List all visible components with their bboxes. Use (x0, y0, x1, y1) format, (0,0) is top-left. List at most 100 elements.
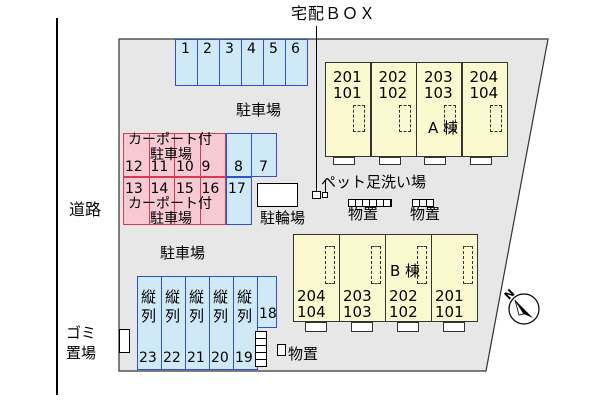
carport-divider (174, 177, 175, 225)
storage-group (348, 199, 392, 207)
parking-slot-number: 22 (163, 350, 181, 366)
parking-slot-number: 6 (291, 41, 300, 57)
storage-bottom-box (277, 344, 286, 356)
carport-slot-number: 11 (150, 159, 169, 175)
unit-number-lower: 102 (389, 303, 418, 321)
parking-slot (185, 276, 210, 370)
unit-number-lower: 104 (469, 84, 499, 102)
parking-slot-number: 7 (259, 159, 268, 175)
carport-slot-number: 14 (150, 181, 169, 197)
carport-label-2a: カーポート付 (128, 196, 212, 212)
parking-slot (257, 276, 277, 328)
tandem-label: 縦 (213, 288, 229, 306)
building-a-label: A 棟 (428, 119, 459, 137)
parking-label-top: 駐車場 (236, 101, 282, 119)
tandem-label: 縦 (141, 288, 157, 306)
garbage-label-1: ゴミ (66, 324, 97, 342)
road-label: 道路 (69, 200, 102, 219)
storage-label-2: 物置 (410, 205, 441, 223)
bike-parking (257, 183, 298, 207)
carport-label-1b: 駐車場 (150, 147, 192, 163)
unit-stair (398, 105, 411, 132)
parking-slot-number: 8 (234, 159, 243, 175)
tandem-label: 列 (141, 307, 157, 325)
parking-slot-number: 20 (211, 350, 229, 366)
parking-label-left: 駐車場 (160, 244, 206, 262)
unit-stair (325, 246, 335, 284)
unit-number-upper: 203 (343, 287, 372, 305)
tandem-label: 列 (165, 307, 181, 325)
tandem-label: 縦 (237, 288, 253, 306)
carport-label-2b: 駐車場 (150, 211, 192, 227)
parking-slot (226, 177, 252, 225)
unit-entry (378, 157, 401, 165)
parking-slot-number: 1 (181, 41, 190, 57)
unit-number-upper: 204 (469, 68, 499, 86)
unit-number-lower: 103 (424, 84, 453, 102)
unit-entry (424, 157, 446, 165)
parking-slot-number: 5 (269, 41, 278, 57)
unit-stair (463, 246, 473, 284)
storage-bottom-stack (255, 331, 267, 367)
unit-number-upper: 201 (435, 287, 464, 305)
garbage-area (119, 329, 130, 353)
parking-slot-number: 17 (228, 181, 246, 197)
carport-slot-number: 10 (176, 159, 194, 175)
unit-stair (353, 105, 365, 132)
tandem-label: 縦 (189, 288, 205, 306)
unit-number-lower: 104 (297, 303, 326, 321)
apartment-unit (461, 62, 508, 157)
pet-wash-leader (325, 180, 326, 192)
carport-divider (199, 177, 201, 225)
pet-wash-label: ペット足洗い場 (321, 173, 427, 191)
storage-label-1: 物置 (348, 205, 379, 223)
tandem-label: 列 (189, 307, 205, 325)
unit-number-lower: 101 (435, 303, 464, 321)
carport-slot-number: 12 (125, 159, 143, 175)
tandem-label: 列 (213, 307, 229, 325)
parking-slot (233, 276, 258, 370)
parking-slot-number: 19 (235, 350, 253, 366)
unit-entry (397, 322, 419, 332)
carport-divider (174, 133, 175, 177)
unit-entry (469, 157, 492, 165)
delivery-box-label: 宅配ＢＯＸ (291, 4, 377, 23)
carport-divider (148, 177, 150, 225)
unit-stair (444, 105, 456, 132)
building-b-label: B 棟 (390, 262, 421, 280)
parking-slot-number: 2 (203, 41, 212, 57)
unit-number-upper: 203 (424, 68, 453, 86)
unit-number-lower: 101 (333, 84, 362, 102)
storage-label-bottom: 物置 (288, 345, 319, 363)
garbage-label-2: 置場 (66, 344, 97, 362)
parking-slot (209, 276, 234, 370)
unit-number-upper: 202 (389, 287, 418, 305)
unit-stair (417, 246, 427, 284)
parking-slot (251, 133, 277, 177)
parking-slot-number: 18 (259, 306, 277, 322)
delivery-box (312, 191, 321, 199)
unit-entry (351, 322, 373, 332)
tandem-label: 列 (237, 307, 253, 325)
unit-number-lower: 102 (378, 84, 408, 102)
unit-number-lower: 103 (343, 303, 372, 321)
parking-slot (161, 276, 186, 370)
apartment-unit (325, 62, 371, 157)
unit-entry (305, 322, 327, 332)
parking-slot-number: 3 (225, 41, 234, 57)
storage-group (412, 199, 434, 207)
carport-label-1a: カーポート付 (128, 132, 212, 148)
pet-wash-marker (322, 192, 328, 198)
parking-slot-number: 4 (247, 41, 256, 57)
carport-slot-number: 13 (125, 181, 143, 197)
tandem-label: 縦 (165, 288, 181, 306)
bike-parking-label: 駐輪場 (260, 209, 306, 227)
parking-slot-number: 23 (139, 350, 157, 366)
unit-entry (333, 157, 355, 165)
road-line (56, 18, 58, 395)
apartment-unit (431, 234, 478, 322)
parking-slot-number: 21 (187, 350, 205, 366)
parking-slot (285, 39, 308, 86)
unit-number-upper: 204 (297, 287, 326, 305)
unit-stair (489, 105, 502, 132)
